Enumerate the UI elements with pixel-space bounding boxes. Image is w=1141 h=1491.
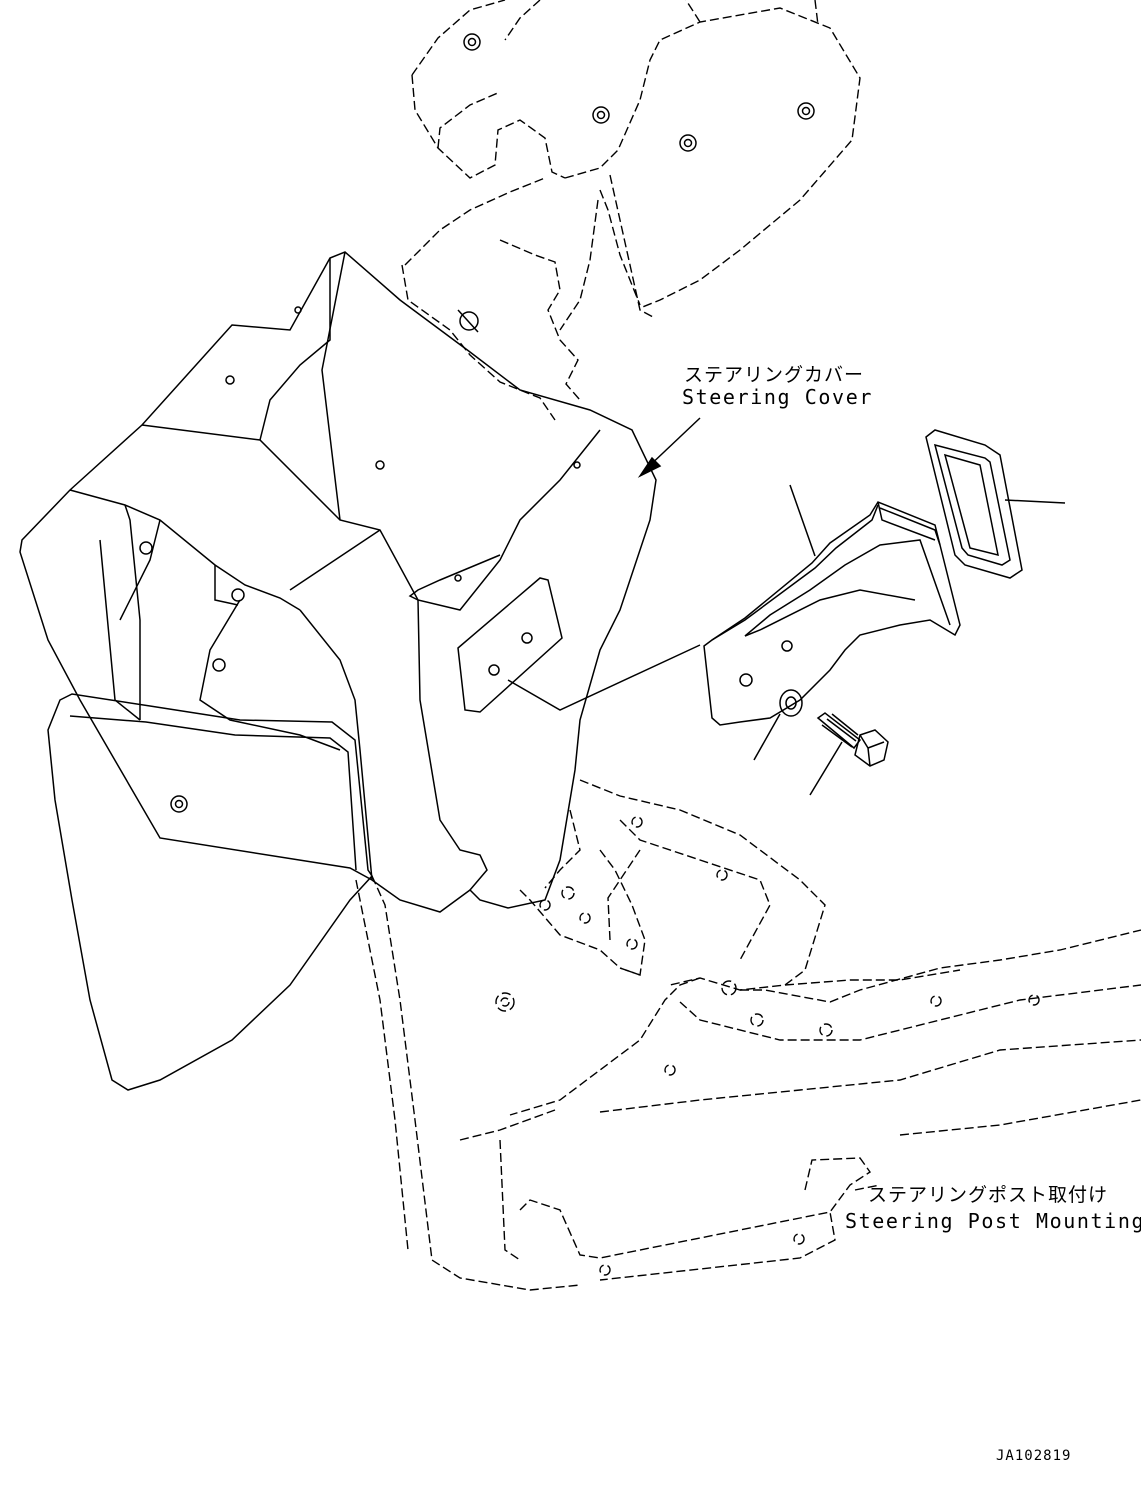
- steering-cover-label-en: Steering Cover: [682, 385, 873, 409]
- steering-cover-label-jp: ステアリングカバー: [684, 364, 865, 386]
- steering-post-label-jp: ステアリングポスト取付け: [868, 1184, 1109, 1206]
- upper-bolts: [457, 33, 815, 333]
- seal-gasket: [925, 429, 1023, 579]
- drawing-reference-number: JA102819: [996, 1448, 1072, 1464]
- upper-column-bracket: [401, 0, 861, 421]
- bolt: [816, 712, 889, 767]
- leader-lines: [507, 417, 1066, 796]
- washer: [779, 689, 803, 717]
- mounting-bracket: [703, 501, 961, 726]
- lower-left-panel: [47, 693, 373, 1091]
- lower-frame: [355, 779, 1141, 1291]
- steering-post-label-en: Steering Post Mounting: [845, 1209, 1141, 1233]
- arrow-head: [637, 456, 662, 478]
- steering-cover: [19, 251, 657, 913]
